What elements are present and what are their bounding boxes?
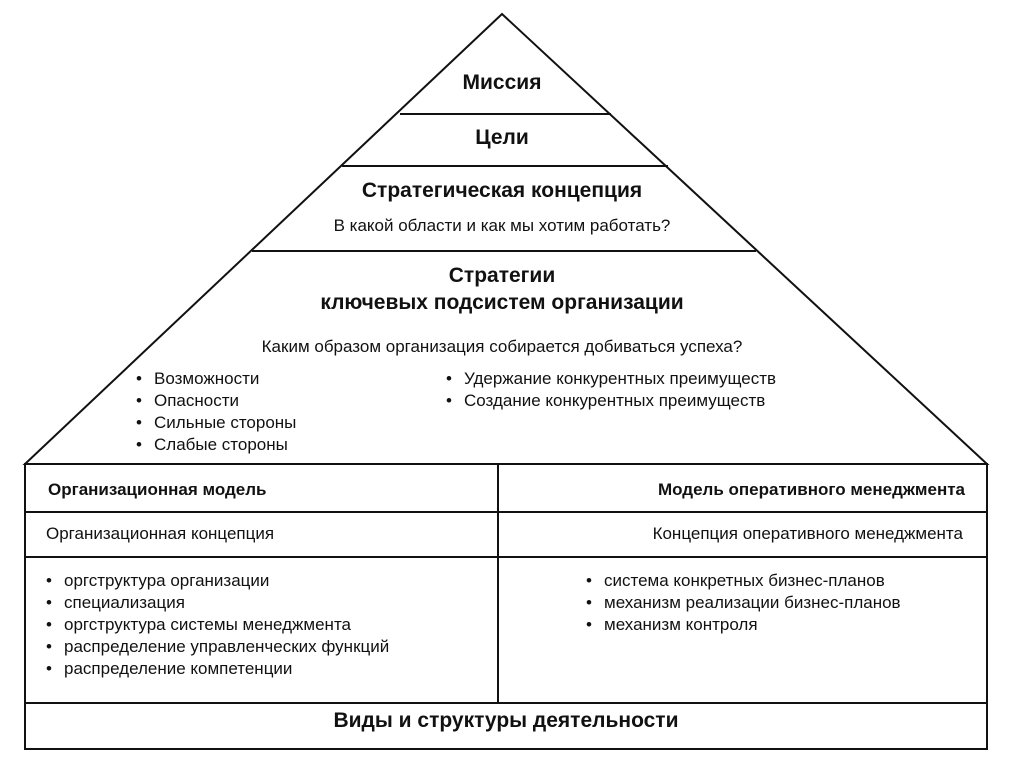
- list-item: распределение управленческих функций: [44, 636, 389, 658]
- list-item: Слабые стороны: [134, 434, 296, 456]
- organizational-items-list: оргструктура организации специализация о…: [44, 570, 389, 680]
- list-item: Сильные стороны: [134, 412, 296, 434]
- list-item: Удержание конкурентных преимуществ: [444, 368, 776, 390]
- list-item: специализация: [44, 592, 389, 614]
- operational-items-list: система конкретных бизнес-планов механиз…: [584, 570, 901, 636]
- list-item: оргструктура организации: [44, 570, 389, 592]
- strategies-title-line2: ключевых подсистем организации: [320, 291, 684, 314]
- strategic-concept-title: Стратегическая концепция: [361, 179, 643, 202]
- strategies-left-list: Возможности Опасности Сильные стороны Сл…: [134, 368, 296, 456]
- strategies-question: Каким образом организация собирается доб…: [261, 337, 743, 356]
- list-item: распределение компетенции: [44, 658, 389, 680]
- list-item: Создание конкурентных преимуществ: [444, 390, 776, 412]
- list-item: система конкретных бизнес-планов: [584, 570, 901, 592]
- operational-model-header: Модель оперативного менеджмента: [657, 480, 965, 499]
- organizational-model-header: Организационная модель: [48, 480, 267, 499]
- strategic-concept-question: В какой области и как мы хотим работать?: [333, 216, 671, 235]
- base-box-outline: [24, 463, 988, 750]
- strategies-title-line1: Стратегии: [448, 264, 556, 287]
- list-item: Возможности: [134, 368, 296, 390]
- list-item: механизм реализации бизнес-планов: [584, 592, 901, 614]
- mission-label: Миссия: [462, 71, 542, 94]
- goals-label: Цели: [475, 126, 529, 149]
- list-item: оргструктура системы менеджмента: [44, 614, 389, 636]
- list-item: механизм контроля: [584, 614, 901, 636]
- activities-footer: Виды и структуры деятельности: [333, 709, 679, 732]
- operational-concept: Концепция оперативного менеджмента: [652, 524, 963, 543]
- organizational-concept: Организационная концепция: [46, 524, 275, 543]
- list-item: Опасности: [134, 390, 296, 412]
- strategies-right-list: Удержание конкурентных преимуществ Созда…: [444, 368, 776, 412]
